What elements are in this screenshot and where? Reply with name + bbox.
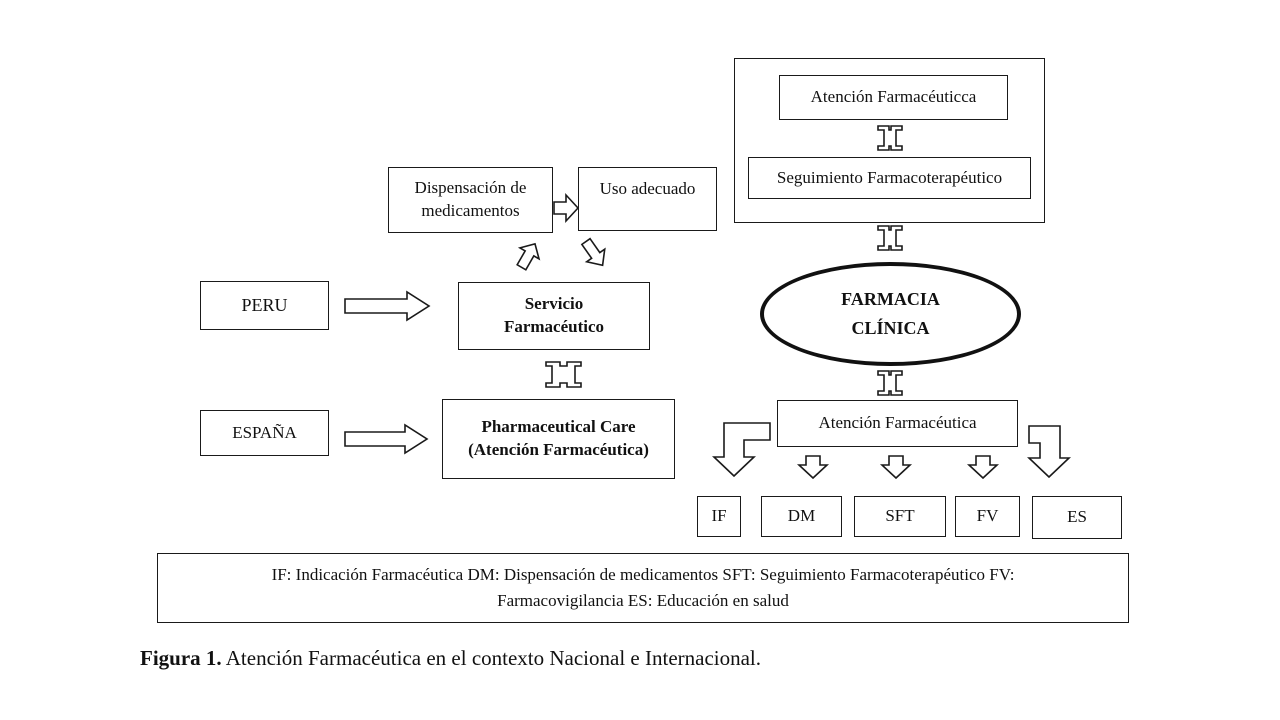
frame-farmacia-double-arrow xyxy=(877,225,903,251)
uso-adecuado-label: Uso adecuado xyxy=(599,179,696,198)
servicio-to-dispensacion-arrow xyxy=(516,242,541,271)
espana-box: ESPAÑA xyxy=(200,410,329,456)
atencion-farmaceutica-label: Atención Farmacéutica xyxy=(818,413,977,433)
figure-caption-text: Atención Farmacéutica en el contexto Nac… xyxy=(221,646,762,670)
atencion-farmaceutica-box: Atención Farmacéutica xyxy=(777,400,1018,447)
atencion-to-fv-arrow xyxy=(966,455,1000,480)
farmacia-line-1: FARMACIA xyxy=(841,289,940,310)
es-box: ES xyxy=(1032,496,1122,539)
atencion-farmaceuticca-box: Atención Farmacéuticca xyxy=(779,75,1008,120)
pharm-care-line-1: Pharmaceutical Care xyxy=(481,417,636,437)
sft-box: SFT xyxy=(854,496,946,537)
peru-label: PERU xyxy=(241,295,288,316)
seguimiento-box: Seguimiento Farmacoterapéutico xyxy=(748,157,1031,199)
figure-caption-label: Figura 1. xyxy=(140,646,222,670)
servicio-line-1: Servicio xyxy=(524,294,584,314)
atencion-seguimiento-double-arrow xyxy=(877,125,903,151)
uso-to-servicio-arrow xyxy=(580,237,606,267)
atencion-farmaceuticca-label: Atención Farmacéuticca xyxy=(810,87,977,107)
peru-box: PERU xyxy=(200,281,329,330)
uso-adecuado-box: Uso adecuado xyxy=(578,167,717,231)
servicio-pharm-care-double-arrow xyxy=(545,361,582,388)
fv-box: FV xyxy=(955,496,1020,537)
dispensacion-line-1: Dispensación de xyxy=(414,178,527,198)
pharmaceutical-care-box: Pharmaceutical Care (Atención Farmacéuti… xyxy=(442,399,675,479)
if-box: IF xyxy=(697,496,741,537)
fv-label: FV xyxy=(976,506,999,526)
atencion-to-es-arrow xyxy=(1026,425,1072,479)
legend-line-1: IF: Indicación Farmacéutica DM: Dispensa… xyxy=(271,564,1015,584)
farmacia-clinica-ellipse: FARMACIA CLÍNICA xyxy=(760,262,1021,366)
espana-to-pharm-care-arrow xyxy=(344,423,429,455)
dm-label: DM xyxy=(787,506,816,526)
servicio-line-2: Farmacéutico xyxy=(503,317,605,336)
dm-box: DM xyxy=(761,496,842,537)
legend-box: IF: Indicación Farmacéutica DM: Dispensa… xyxy=(157,553,1129,623)
atencion-to-dm-arrow xyxy=(796,455,830,480)
dispensacion-box: Dispensación de medicamentos xyxy=(388,167,553,233)
pharm-care-line-2: (Atención Farmacéutica) xyxy=(468,440,649,459)
servicio-farmaceutico-box: Servicio Farmacéutico xyxy=(458,282,650,350)
espana-label: ESPAÑA xyxy=(232,422,297,442)
if-label: IF xyxy=(711,506,727,526)
figure-caption: Figura 1. Atención Farmacéutica en el co… xyxy=(140,646,761,671)
atencion-to-if-arrow xyxy=(711,422,771,478)
seguimiento-label: Seguimiento Farmacoterapéutico xyxy=(776,167,1003,187)
atencion-to-sft-arrow xyxy=(879,455,913,480)
peru-to-servicio-arrow xyxy=(344,290,431,322)
farmacia-line-2: CLÍNICA xyxy=(851,318,930,338)
farmacia-atencion-double-arrow xyxy=(877,370,903,396)
dispensacion-line-2: medicamentos xyxy=(421,201,520,220)
es-label: ES xyxy=(1067,507,1087,527)
legend-line-2: Farmacovigilancia ES: Educación en salud xyxy=(497,591,789,610)
sft-label: SFT xyxy=(885,506,915,526)
dispensacion-to-uso-arrow xyxy=(553,192,580,224)
